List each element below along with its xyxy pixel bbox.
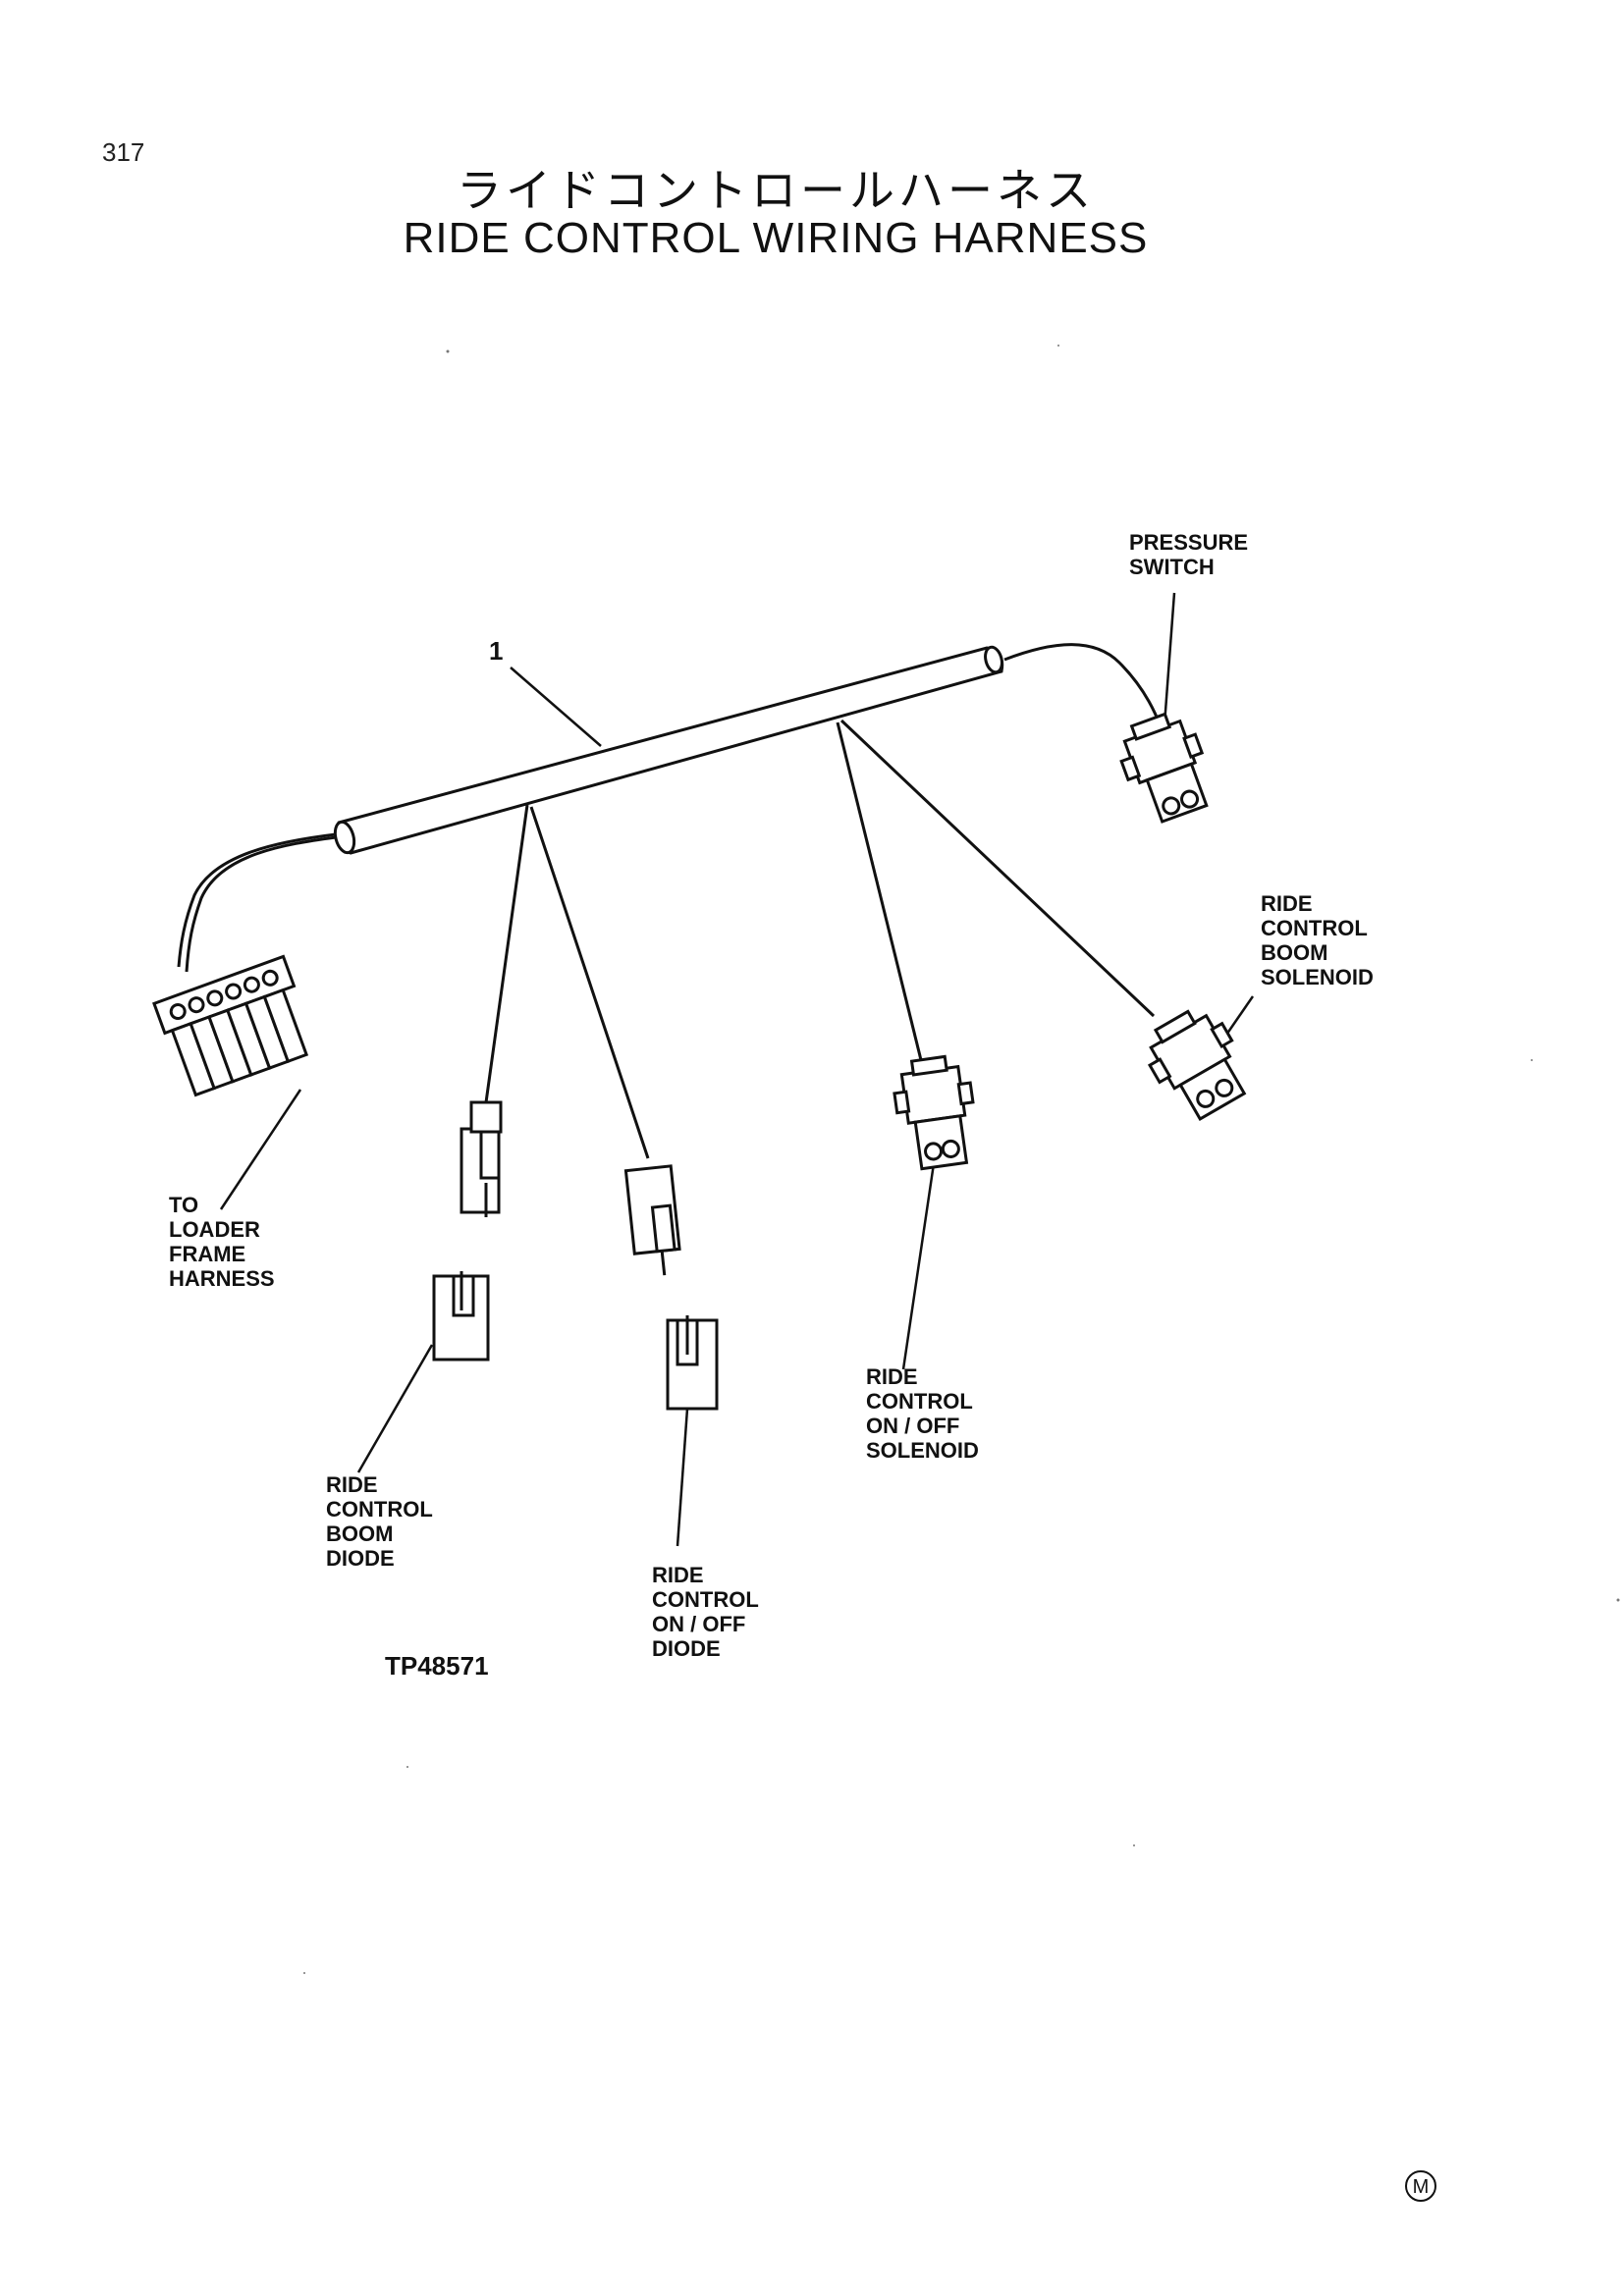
label-line: FRAME	[169, 1242, 245, 1266]
label-line: ON / OFF	[652, 1612, 745, 1636]
leader-lines	[219, 592, 1255, 1547]
callout-number: 1	[489, 636, 503, 666]
label-loader-frame: TO LOADER FRAME HARNESS	[169, 1193, 275, 1291]
onoff-diode-plug-upper	[623, 1164, 681, 1276]
harness-wires	[177, 643, 1164, 1159]
label-line: CONTROL	[1261, 916, 1368, 940]
label-line: DIODE	[326, 1546, 395, 1571]
title-japanese: ライドコントロールハーネス	[457, 164, 1095, 217]
label-line: RIDE	[326, 1472, 378, 1497]
onoff-diode-plug-lower	[666, 1315, 719, 1411]
label-onoff-solenoid: RIDE CONTROL ON / OFF SOLENOID	[866, 1364, 979, 1463]
label-line: SOLENOID	[866, 1438, 979, 1463]
label-line: BOOM	[1261, 940, 1327, 965]
harness-sleeve	[333, 645, 1004, 855]
onoff-solenoid-connector	[893, 1054, 975, 1171]
circled-m-mark: M	[1405, 2170, 1436, 2202]
label-line: CONTROL	[326, 1497, 433, 1522]
label-line: SOLENOID	[1261, 965, 1374, 989]
title-english: RIDE CONTROL WIRING HARNESS	[403, 214, 1149, 262]
label-line: CONTROL	[652, 1587, 759, 1612]
boom-diode-plug-upper	[460, 1100, 503, 1217]
label-pressure-switch: PRESSURE SWITCH	[1129, 530, 1248, 579]
scan-specks	[303, 345, 1620, 1974]
page-number: 317	[102, 137, 145, 167]
figure-id: TP48571	[385, 1651, 489, 1681]
pressure-switch-connector	[1119, 712, 1209, 824]
label-line: RIDE	[652, 1563, 704, 1587]
label-line: LOADER	[169, 1217, 260, 1242]
label-boom-solenoid: RIDE CONTROL BOOM SOLENOID	[1261, 891, 1374, 989]
label-line: PRESSURE	[1129, 530, 1248, 555]
label-line: DIODE	[652, 1636, 721, 1661]
label-boom-diode: RIDE CONTROL BOOM DIODE	[326, 1472, 433, 1571]
boom-diode-plug-lower	[432, 1271, 490, 1362]
loader-frame-connector	[152, 954, 309, 1097]
label-line: TO	[169, 1193, 198, 1217]
label-line: HARNESS	[169, 1266, 275, 1291]
label-line: CONTROL	[866, 1389, 973, 1414]
mark-letter: M	[1413, 2176, 1430, 2198]
label-onoff-diode: RIDE CONTROL ON / OFF DIODE	[652, 1563, 759, 1661]
label-line: SWITCH	[1129, 555, 1215, 579]
label-line: ON / OFF	[866, 1414, 959, 1438]
label-line: RIDE	[1261, 891, 1313, 916]
label-line: RIDE	[866, 1364, 918, 1389]
boom-solenoid-connector	[1147, 1009, 1247, 1121]
label-line: BOOM	[326, 1522, 393, 1546]
